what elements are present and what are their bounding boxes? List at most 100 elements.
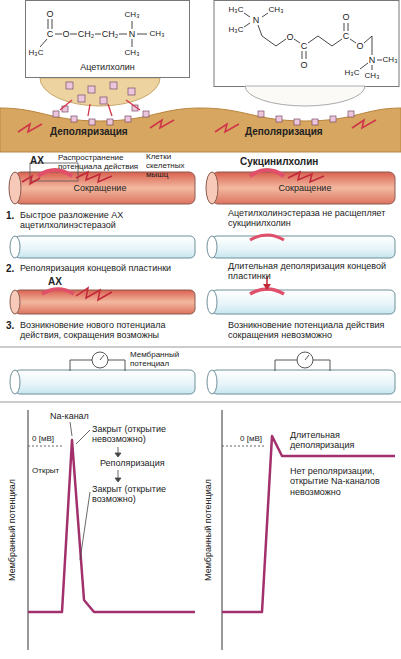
atom-label: O: [286, 32, 293, 42]
atom-label: O: [342, 12, 349, 22]
chemical-bond: [40, 19, 147, 47]
muscle-fiber: [206, 172, 218, 204]
molecule-square: [128, 88, 135, 95]
chemical-bond: [306, 51, 307, 59]
muscle-fiber: [10, 290, 20, 314]
release-arrow: [126, 100, 140, 110]
text-label: Сокращение: [74, 183, 127, 193]
muscle-fiber: [207, 236, 217, 258]
chemical-bond: [119, 34, 127, 35]
muscle-fiber: [15, 370, 195, 394]
text-label: Быстрое разложение АХ ацетилхолинэстераз…: [20, 210, 195, 231]
endplate-arc: [250, 235, 284, 240]
chemical-bond: [95, 34, 101, 35]
compound-name: Ацетилхолин: [26, 63, 189, 73]
chemical-bond: [377, 60, 382, 61]
membrane: [0, 108, 401, 152]
atom-label: C: [47, 29, 54, 39]
potential-curve: [28, 436, 395, 612]
chemical-bond: [262, 13, 268, 17]
chemical-bond: [48, 19, 49, 29]
muscle-fiber: [15, 236, 195, 258]
chemical-bond: [258, 25, 286, 46]
muscle-fiber: [212, 290, 395, 314]
muscle-fiber: [212, 236, 395, 258]
text-label: 0 [мВ]: [32, 434, 54, 443]
molecule-square: [348, 111, 354, 117]
separator: [0, 402, 401, 403]
text-label: Закрыт (открытие возможно): [92, 484, 192, 505]
chemical-bond: [52, 19, 53, 29]
molecule-square: [258, 111, 264, 117]
molecule-square: [312, 119, 318, 125]
muscle-fiber: [10, 370, 20, 394]
chemical-bond: [132, 39, 133, 47]
release-arrow: [60, 100, 140, 116]
voltmeter: [297, 352, 313, 368]
leader-line: [115, 453, 121, 457]
chemical-bond: [294, 39, 300, 43]
molecule-square: [125, 116, 131, 122]
text-label: Мембранный потенциал: [130, 350, 205, 368]
chemical-bond: [55, 34, 62, 35]
chemical-bond: [308, 36, 342, 46]
endplate-arc: [76, 172, 112, 182]
atom-label: N: [369, 55, 376, 65]
chemical-bond: [40, 39, 47, 47]
atom-label: N: [129, 29, 136, 39]
endplate-arc: [22, 176, 40, 184]
molecule-square: [53, 111, 59, 117]
chemical-bond: [244, 23, 250, 27]
vesicle: [40, 78, 160, 106]
atom-label: H₃C: [345, 68, 360, 77]
atom-label: C: [301, 41, 308, 51]
text-label: 3.: [6, 320, 14, 332]
text-label: Сукцинилхолин: [240, 156, 318, 168]
muscle-fiber: [15, 290, 195, 314]
text-label: Длительная деполяризация концевой пласти…: [228, 261, 393, 282]
molecule-square: [110, 82, 117, 89]
endplate-arc: [42, 289, 74, 294]
molecule-square: [78, 95, 85, 102]
molecule-square: [143, 111, 149, 117]
atom-label: N: [253, 15, 260, 25]
zero-line: [28, 446, 264, 447]
text-label: Возникновение потенциала действия сокращ…: [228, 320, 393, 341]
text-label: Открыт: [32, 466, 59, 475]
text-label: 2.: [6, 263, 14, 275]
text-label: Реполяризация: [100, 458, 165, 468]
molecule-square: [66, 82, 73, 89]
atom-label: C: [343, 31, 350, 41]
voltmeter: [100, 355, 104, 360]
atom-label: CH₃: [150, 29, 165, 38]
text-label: Нет реполяризации, открытие Na-каналов н…: [290, 466, 395, 497]
vesicle: [245, 86, 365, 106]
molecule-square: [276, 116, 282, 122]
molecule-square: [100, 97, 107, 104]
muscle-fiber: [207, 290, 217, 314]
text-label: 0 [мВ]: [240, 434, 262, 443]
leader-line: [115, 478, 121, 482]
voltmeter: [70, 352, 330, 371]
chemical-bond: [360, 63, 368, 69]
endplate-arc: [263, 284, 271, 290]
muscle-fiber: [10, 236, 395, 258]
voltmeter: [305, 355, 309, 360]
chemical-bond: [348, 23, 349, 31]
molecule-square: [89, 119, 95, 125]
separator: [0, 347, 401, 348]
voltmeter: [275, 360, 297, 371]
chemical-bond: [244, 13, 250, 17]
formula-panel: [214, 1, 399, 87]
text-label: Распространение потенциала действия: [58, 153, 153, 171]
molecule-square: [71, 116, 77, 122]
chart-axis: [28, 410, 222, 650]
lightning: [150, 120, 174, 128]
axis-label: Мембранный потенциал: [7, 479, 17, 581]
leader-line: [76, 430, 90, 444]
voltmeter: [313, 360, 330, 371]
atom-label: O: [46, 9, 53, 19]
molecule-square: [88, 86, 95, 93]
atom-label: H₃C: [29, 48, 44, 57]
chemical-bond: [372, 65, 373, 70]
